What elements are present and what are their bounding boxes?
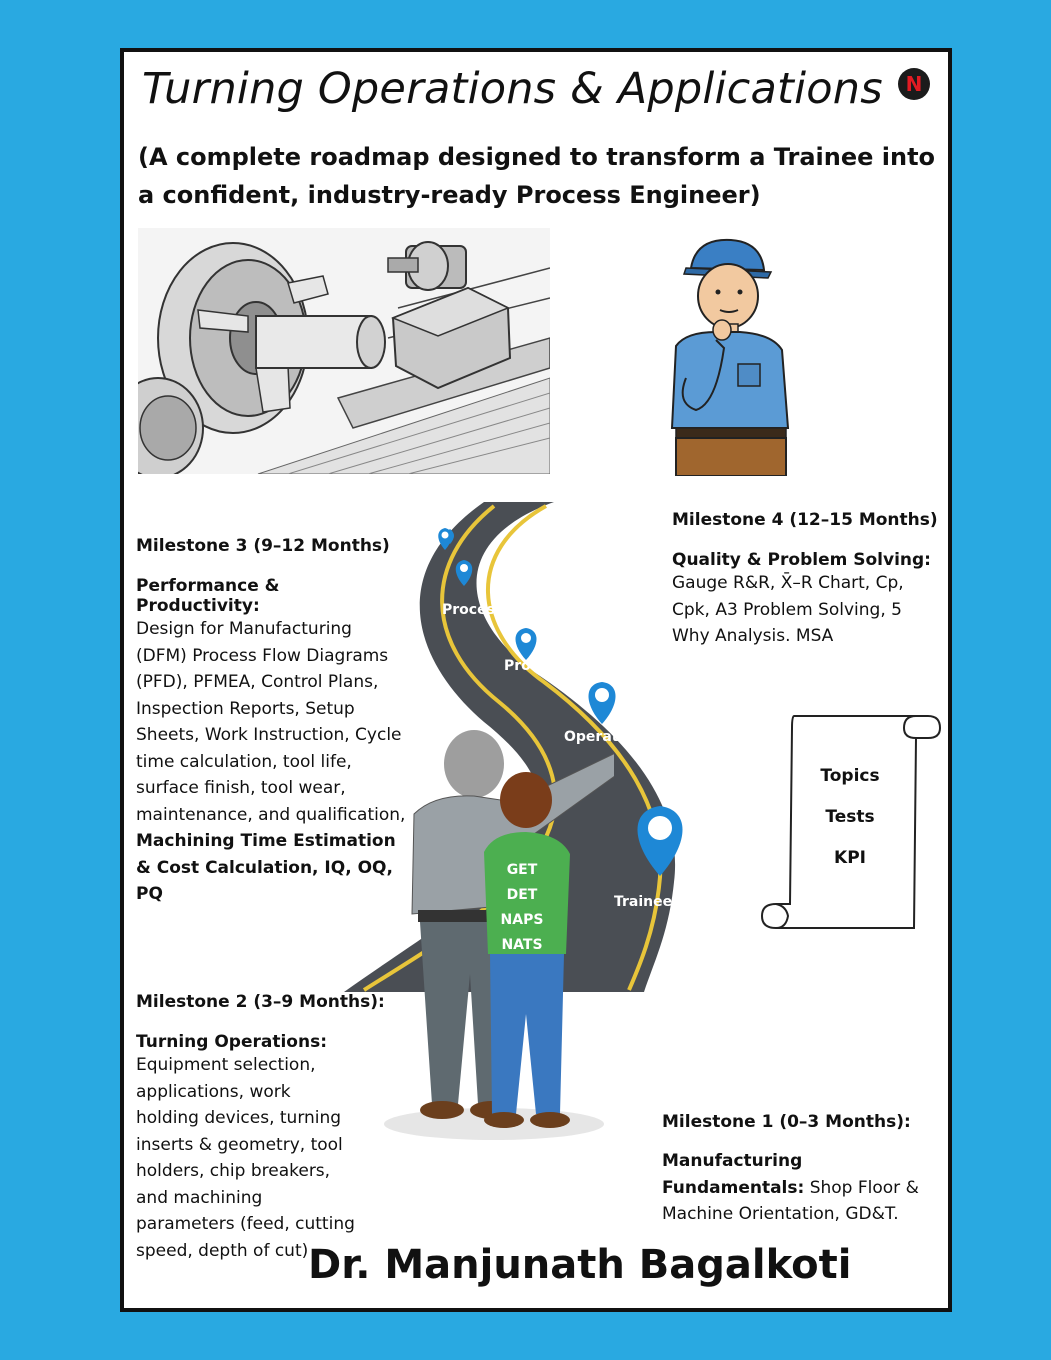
brand-logo-icon: N [898, 68, 930, 100]
road-label-trainee: Trainee [614, 894, 673, 910]
scroll-items: Topics Tests KPI [790, 766, 910, 889]
road-label-process-lead: Process Lead [442, 602, 547, 618]
milestone-3-heading: Milestone 3 (9–12 Months) [136, 536, 390, 556]
milestone-4-subheading: Quality & Problem Solving: [672, 550, 931, 570]
milestone-1-section: Milestone 1 (0–3 Months): Manufacturing … [662, 1112, 937, 1228]
poster-title: Turning Operations & Applications [142, 64, 883, 114]
thinking-worker-illustration [670, 238, 790, 476]
milestone-3-section: Milestone 3 (9–12 Months) Performance & … [136, 536, 408, 908]
scroll-item-tests: Tests [825, 807, 875, 827]
poster-page: Turning Operations & Applications N (A c… [120, 48, 952, 1312]
milestone-2-subheading: Turning Operations: [136, 1032, 327, 1052]
shirt-line-naps: NAPS [500, 912, 544, 928]
milestone-3-body-bold: Machining Time Estimation & Cost Calcula… [136, 831, 396, 904]
shirt-line-get: GET [506, 862, 538, 878]
scroll-icon [760, 715, 942, 929]
milestone-3-body: Design for Manufacturing (DFM) Process F… [136, 616, 408, 908]
shirt-line-nats: NATS [501, 937, 543, 953]
milestone-4-body: Gauge R&R, X̄–R Chart, Cp, Cpk, A3 Probl… [672, 573, 904, 646]
road-label-process-engineer: Process Engineer [504, 658, 641, 674]
author-name: Dr. Manjunath Bagalkoti [308, 1242, 852, 1288]
mentor-and-trainee-illustration [384, 730, 614, 1140]
road-label-operator: Operator [564, 729, 635, 745]
scroll-item-kpi: KPI [834, 848, 866, 868]
milestone-3-subheading: Performance & Productivity: [136, 576, 280, 616]
milestone-1-body: Manufacturing Fundamentals: Shop Floor &… [662, 1148, 937, 1228]
milestone-2-section: Milestone 2 (3–9 Months): Turning Operat… [136, 992, 385, 1264]
milestone-2-body: Equipment selection, applications, work … [136, 1055, 355, 1261]
milestone-4-heading: Milestone 4 (12–15 Months) [672, 510, 938, 530]
trainee-shirt-text: GET DET NAPS NATS [487, 858, 557, 958]
shirt-line-det: DET [506, 887, 538, 903]
milestone-4-section: Milestone 4 (12–15 Months) Quality & Pro… [672, 510, 938, 650]
milestone-1-body-text: Shop Floor & Machine Orientation, GD&T. [662, 1177, 919, 1225]
milestone-1-heading: Milestone 1 (0–3 Months): [662, 1112, 911, 1132]
milestone-1-subheading: Manufacturing Fundamentals: [662, 1151, 805, 1198]
milestone-2-heading: Milestone 2 (3–9 Months): [136, 992, 385, 1012]
logo-letter: N [905, 72, 923, 96]
poster-subtitle: (A complete roadmap designed to transfor… [138, 143, 936, 209]
scroll-item-topics: Topics [820, 766, 880, 786]
lathe-machine-illustration [138, 228, 550, 474]
milestone-3-body-text: Design for Manufacturing (DFM) Process F… [136, 619, 406, 825]
